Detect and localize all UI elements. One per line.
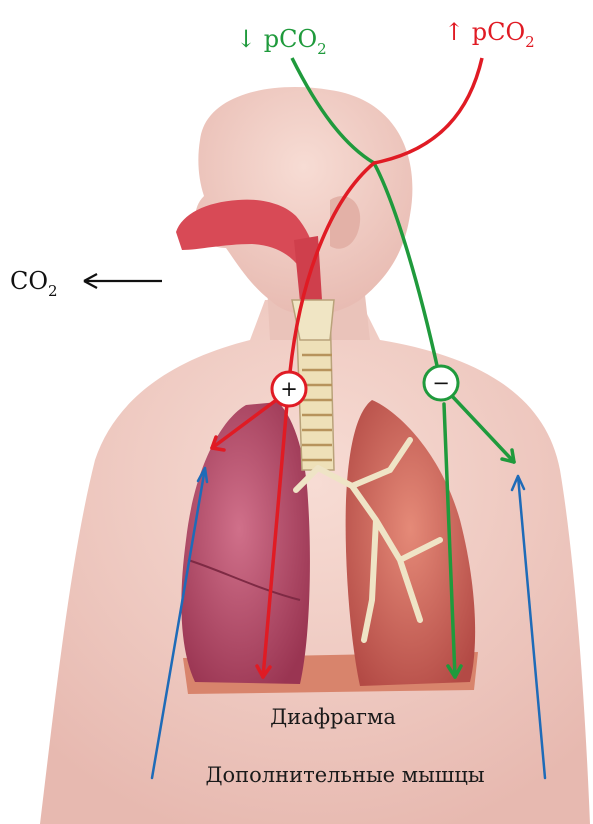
pco2-low-label: ↓ pCO2 (236, 25, 327, 58)
minus-sign: − (432, 371, 450, 395)
pco2-high-label: ↑ pCO2 (444, 18, 535, 51)
exhale-arrow (84, 274, 162, 288)
plus-node: + (272, 372, 306, 406)
diaphragm-label: Диафрагма (270, 705, 396, 729)
co2-exhale-label: CO2 (10, 267, 58, 300)
plus-sign: + (280, 377, 298, 401)
minus-node: − (424, 366, 458, 400)
accessory-muscles-label: Дополнительные мышцы (205, 763, 484, 787)
